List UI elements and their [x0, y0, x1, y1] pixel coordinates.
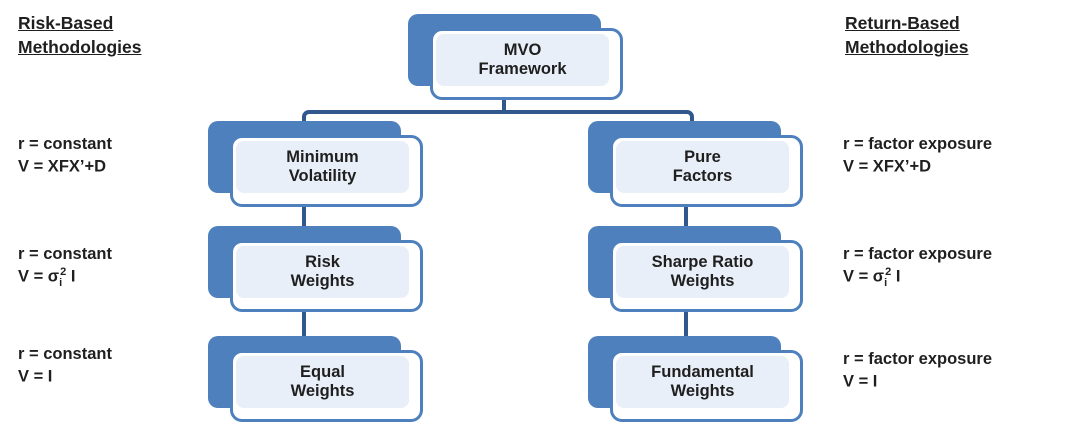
annotation-right-sharpe-ratio-weights: r = factor exposure V = σi2 I [843, 243, 992, 291]
node-label: Pure Factors [616, 141, 789, 193]
formula-r: r = constant [18, 135, 112, 153]
node-pure-factors: Pure Factors [588, 121, 803, 207]
annotation-left-risk-weights: r = constant V = σi2 I [18, 243, 112, 291]
node-label-line2: Weights [670, 382, 735, 400]
node-label-line2: Framework [478, 60, 567, 78]
connector-left-row2-row3 [302, 303, 306, 353]
heading-left-line1: Risk-Based [18, 13, 114, 33]
formula-v: V = XFX’+D [843, 157, 932, 176]
connector-right-row1-row2 [684, 198, 688, 243]
connector-right-row2-row3 [684, 303, 688, 353]
node-label: Risk Weights [236, 246, 409, 298]
node-label-line2: Weights [290, 272, 355, 290]
node-sharpe-ratio-weights: Sharpe Ratio Weights [588, 226, 803, 312]
node-label: Minimum Volatility [236, 141, 409, 193]
formula-v: V = XFX’+D [18, 157, 107, 176]
node-label-line2: Weights [670, 272, 735, 290]
annotation-left-minimum-volatility: r = constant V = XFX’+D [18, 133, 112, 181]
node-frame: Sharpe Ratio Weights [610, 240, 803, 312]
node-label-line1: Sharpe Ratio [651, 252, 754, 271]
node-label: Equal Weights [236, 356, 409, 408]
node-mvo-framework: MVO Framework [408, 14, 623, 100]
node-frame: Minimum Volatility [230, 135, 423, 207]
node-label-line1: Pure [684, 147, 721, 166]
node-frame: MVO Framework [430, 28, 623, 100]
node-label-line1: Fundamental [651, 362, 754, 381]
formula-r: r = factor exposure [843, 245, 993, 263]
annotation-right-pure-factors: r = factor exposure V = XFX’+D [843, 133, 992, 181]
node-label: Sharpe Ratio Weights [616, 246, 789, 298]
formula-r: r = factor exposure [843, 350, 993, 368]
formula-v: V = σi2 I [843, 266, 901, 290]
annotation-right-fundamental-weights: r = factor exposure V = I [843, 348, 992, 396]
node-frame: Risk Weights [230, 240, 423, 312]
formula-v: V = σi2 I [18, 266, 76, 290]
formula-r: r = constant [18, 345, 112, 363]
heading-risk-based-methodologies: Risk-Based Methodologies [18, 12, 141, 59]
connector-branch-elbow [302, 110, 694, 128]
heading-right-line1: Return-Based [845, 13, 960, 33]
node-label-line2: Factors [672, 167, 733, 185]
node-frame: Fundamental Weights [610, 350, 803, 422]
connector-root-stub [502, 96, 506, 112]
heading-return-based-methodologies: Return-Based Methodologies [845, 12, 968, 59]
node-label-line2: Volatility [288, 167, 357, 185]
heading-left-line2: Methodologies [18, 36, 142, 57]
node-label-line1: MVO [503, 40, 542, 59]
node-frame: Equal Weights [230, 350, 423, 422]
formula-r: r = constant [18, 245, 112, 263]
formula-v: V = I [843, 372, 878, 391]
node-label: Fundamental Weights [616, 356, 789, 408]
node-frame: Pure Factors [610, 135, 803, 207]
node-label-line2: Weights [290, 382, 355, 400]
connector-left-row1-row2 [302, 198, 306, 243]
node-label: MVO Framework [436, 34, 609, 86]
node-label-line1: Risk [305, 252, 340, 271]
formula-r: r = factor exposure [843, 135, 993, 153]
node-equal-weights: Equal Weights [208, 336, 423, 422]
heading-right-line2: Methodologies [845, 36, 969, 57]
formula-v: V = I [18, 367, 53, 386]
annotation-left-equal-weights: r = constant V = I [18, 343, 112, 391]
node-label-line1: Equal [300, 362, 345, 381]
node-fundamental-weights: Fundamental Weights [588, 336, 803, 422]
node-minimum-volatility: Minimum Volatility [208, 121, 423, 207]
node-risk-weights: Risk Weights [208, 226, 423, 312]
node-label-line1: Minimum [286, 147, 359, 166]
